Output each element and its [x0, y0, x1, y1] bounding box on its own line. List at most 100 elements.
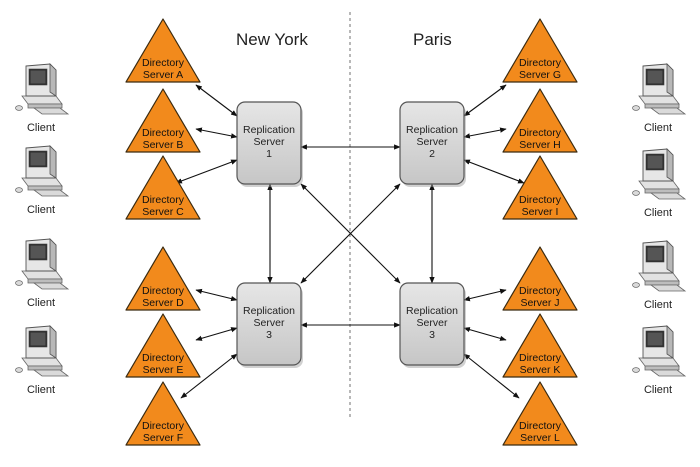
- directory-server-node: [502, 381, 578, 446]
- client-computer-icon: [632, 240, 687, 292]
- directory-server-g-label-line-1: Directory: [518, 57, 561, 69]
- replication-server-node: [399, 282, 465, 366]
- directory-server-a-label-line-1: Directory: [141, 57, 184, 69]
- directory-server-b-label-line-2: Server B: [142, 139, 184, 151]
- replication-server-4-label-line-1: Replication: [406, 305, 458, 317]
- replication-link-18: [300, 183, 401, 284]
- directory-server-f-label-line-2: Server F: [142, 432, 184, 444]
- client-label-line-1: Client: [26, 204, 56, 216]
- replication-server-1-label-line-2: Server: [253, 136, 285, 148]
- client-computer-icon: [15, 325, 70, 377]
- replication-link-1: [195, 84, 238, 117]
- directory-server-d-label-line-1: Directory: [141, 285, 184, 297]
- directory-server-l-label-line-1: Directory: [518, 420, 561, 432]
- client-computer-icon: [632, 63, 687, 115]
- region-label-paris: Paris: [413, 30, 452, 49]
- replication-server-1-label-line-1: Replication: [243, 124, 295, 136]
- client-label-line-1: Client: [26, 297, 56, 309]
- replication-server-4-label-line-3: 3: [429, 329, 435, 341]
- directory-server-node: [125, 246, 201, 311]
- replication-server-2-label-line-3: 2: [429, 148, 435, 160]
- replication-server-node: [236, 101, 302, 185]
- client-computer-icon: [632, 325, 687, 377]
- replication-link-11: [463, 327, 507, 341]
- replication-link-6: [180, 353, 238, 399]
- client-label-line-1: Client: [643, 122, 673, 134]
- directory-server-d-label-line-2: Server D: [142, 297, 184, 309]
- directory-server-e-label-line-2: Server E: [142, 364, 184, 376]
- directory-server-node: [125, 381, 201, 446]
- client-label: Client: [11, 297, 71, 309]
- client-computer-icon: [15, 145, 70, 197]
- directory-server-node: [502, 246, 578, 311]
- directory-server-node: [502, 313, 578, 378]
- directory-server-h-label-line-2: Server H: [519, 139, 561, 151]
- replication-server-2-label-line-1: Replication: [406, 124, 458, 136]
- replication-link-12: [463, 353, 520, 399]
- replication-server-4-label-line-2: Server: [416, 317, 448, 329]
- directory-server-c-label-line-1: Directory: [141, 194, 184, 206]
- client-computer-icon: [15, 63, 70, 115]
- replication-server-node: [399, 101, 465, 185]
- directory-server-i-label-line-2: Server I: [521, 206, 559, 218]
- client-label: Client: [11, 204, 71, 216]
- replication-server-3-label-line-2: Server: [253, 317, 285, 329]
- directory-server-node: [125, 88, 201, 153]
- replication-server-3-label-line-1: Replication: [243, 305, 295, 317]
- replication-link-10: [463, 288, 507, 302]
- client-label: Client: [628, 122, 688, 134]
- directory-server-node: [125, 155, 201, 220]
- client-label-line-1: Client: [26, 122, 56, 134]
- replication-link-3: [175, 159, 238, 184]
- directory-server-l-label-line-2: Server L: [520, 432, 560, 444]
- directory-server-node: [502, 18, 578, 83]
- directory-server-node: [502, 88, 578, 153]
- replication-server-3-label-line-3: 3: [266, 329, 272, 341]
- client-label-line-1: Client: [643, 207, 673, 219]
- directory-server-b-label-line-1: Directory: [141, 127, 184, 139]
- directory-server-g-label-line-2: Server G: [518, 69, 561, 81]
- client-label-line-1: Client: [643, 384, 673, 396]
- client-computer-icon: [632, 148, 687, 200]
- replication-server-1-label-line-3: 1: [266, 148, 272, 160]
- client-label: Client: [628, 299, 688, 311]
- client-label: Client: [11, 122, 71, 134]
- client-label: Client: [628, 207, 688, 219]
- directory-server-node: [125, 18, 201, 83]
- directory-server-a-label-line-2: Server A: [142, 69, 184, 81]
- replication-link-5: [195, 327, 238, 341]
- directory-server-node: [125, 313, 201, 378]
- client-label: Client: [11, 384, 71, 396]
- directory-server-j-label-line-1: Directory: [518, 285, 561, 297]
- replication-link-7: [463, 84, 507, 117]
- directory-server-f-label-line-1: Directory: [141, 420, 184, 432]
- directory-server-e-label-line-1: Directory: [141, 352, 184, 364]
- replication-link-4: [195, 288, 238, 302]
- region-label-new-york: New York: [236, 30, 308, 49]
- replication-server-node: [236, 282, 302, 366]
- replication-link-9: [463, 159, 525, 184]
- replication-link-8: [463, 127, 507, 139]
- replication-link-2: [195, 127, 238, 139]
- directory-server-node: [502, 155, 578, 220]
- client-label-line-1: Client: [26, 384, 56, 396]
- directory-server-k-label-line-2: Server K: [519, 364, 561, 376]
- directory-server-k-label-line-1: Directory: [518, 352, 561, 364]
